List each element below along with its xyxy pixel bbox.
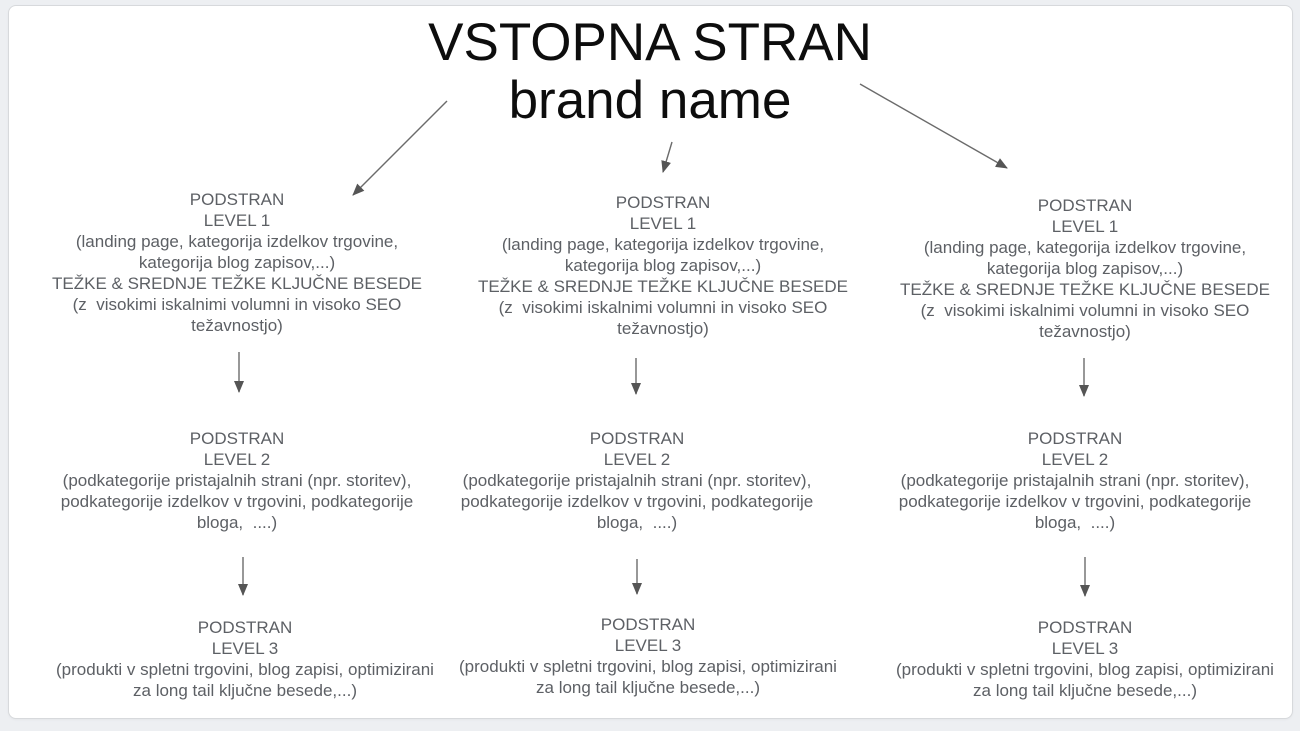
- node-description: (produkti v spletni trgovini, blog zapis…: [459, 657, 837, 697]
- node-heading: PODSTRAN: [589, 429, 685, 448]
- node-description: (landing page, kategorija izdelkov trgov…: [900, 238, 1270, 341]
- node-heading: PODSTRAN: [197, 618, 293, 637]
- node-description: (produkti v spletni trgovini, blog zapis…: [56, 660, 434, 700]
- node-description: (podkategorije pristajalnih strani (npr.…: [898, 471, 1252, 532]
- node-col2-level2: PODSTRAN LEVEL 2 (podkategorije pristaja…: [417, 428, 857, 533]
- node-level-label: LEVEL 2: [603, 450, 671, 469]
- node-col2-level3: PODSTRAN LEVEL 3 (produkti v spletni trg…: [428, 614, 868, 698]
- node-heading: PODSTRAN: [615, 193, 711, 212]
- node-heading: PODSTRAN: [189, 429, 285, 448]
- node-col1-level1: PODSTRAN LEVEL 1 (landing page, kategori…: [17, 189, 457, 336]
- title-line-1: VSTOPNA STRAN: [428, 13, 872, 72]
- node-description: (podkategorije pristajalnih strani (npr.…: [60, 471, 414, 532]
- node-description: (landing page, kategorija izdelkov trgov…: [52, 232, 422, 335]
- node-heading: PODSTRAN: [1037, 618, 1133, 637]
- diagram-card: [8, 5, 1293, 719]
- node-heading: PODSTRAN: [189, 190, 285, 209]
- node-description: (landing page, kategorija izdelkov trgov…: [478, 235, 848, 338]
- node-level-label: LEVEL 2: [1041, 450, 1109, 469]
- node-heading: PODSTRAN: [1037, 196, 1133, 215]
- node-level-label: LEVEL 3: [211, 639, 279, 658]
- title-line-2: brand name: [508, 71, 792, 130]
- node-heading: PODSTRAN: [1027, 429, 1123, 448]
- node-level-label: LEVEL 3: [614, 636, 682, 655]
- node-level-label: LEVEL 1: [1051, 217, 1119, 236]
- node-col3-level3: PODSTRAN LEVEL 3 (produkti v spletni trg…: [865, 617, 1300, 701]
- node-col1-level3: PODSTRAN LEVEL 3 (produkti v spletni trg…: [25, 617, 465, 701]
- node-level-label: LEVEL 1: [203, 211, 271, 230]
- node-col2-level1: PODSTRAN LEVEL 1 (landing page, kategori…: [443, 192, 883, 339]
- node-col3-level2: PODSTRAN LEVEL 2 (podkategorije pristaja…: [855, 428, 1295, 533]
- node-col1-level2: PODSTRAN LEVEL 2 (podkategorije pristaja…: [17, 428, 457, 533]
- node-heading: PODSTRAN: [600, 615, 696, 634]
- node-description: (produkti v spletni trgovini, blog zapis…: [896, 660, 1274, 700]
- node-description: (podkategorije pristajalnih strani (npr.…: [460, 471, 814, 532]
- page-title: VSTOPNA STRAN brand name: [0, 14, 1300, 130]
- node-col3-level1: PODSTRAN LEVEL 1 (landing page, kategori…: [865, 195, 1300, 342]
- node-level-label: LEVEL 1: [629, 214, 697, 233]
- node-level-label: LEVEL 3: [1051, 639, 1119, 658]
- node-level-label: LEVEL 2: [203, 450, 271, 469]
